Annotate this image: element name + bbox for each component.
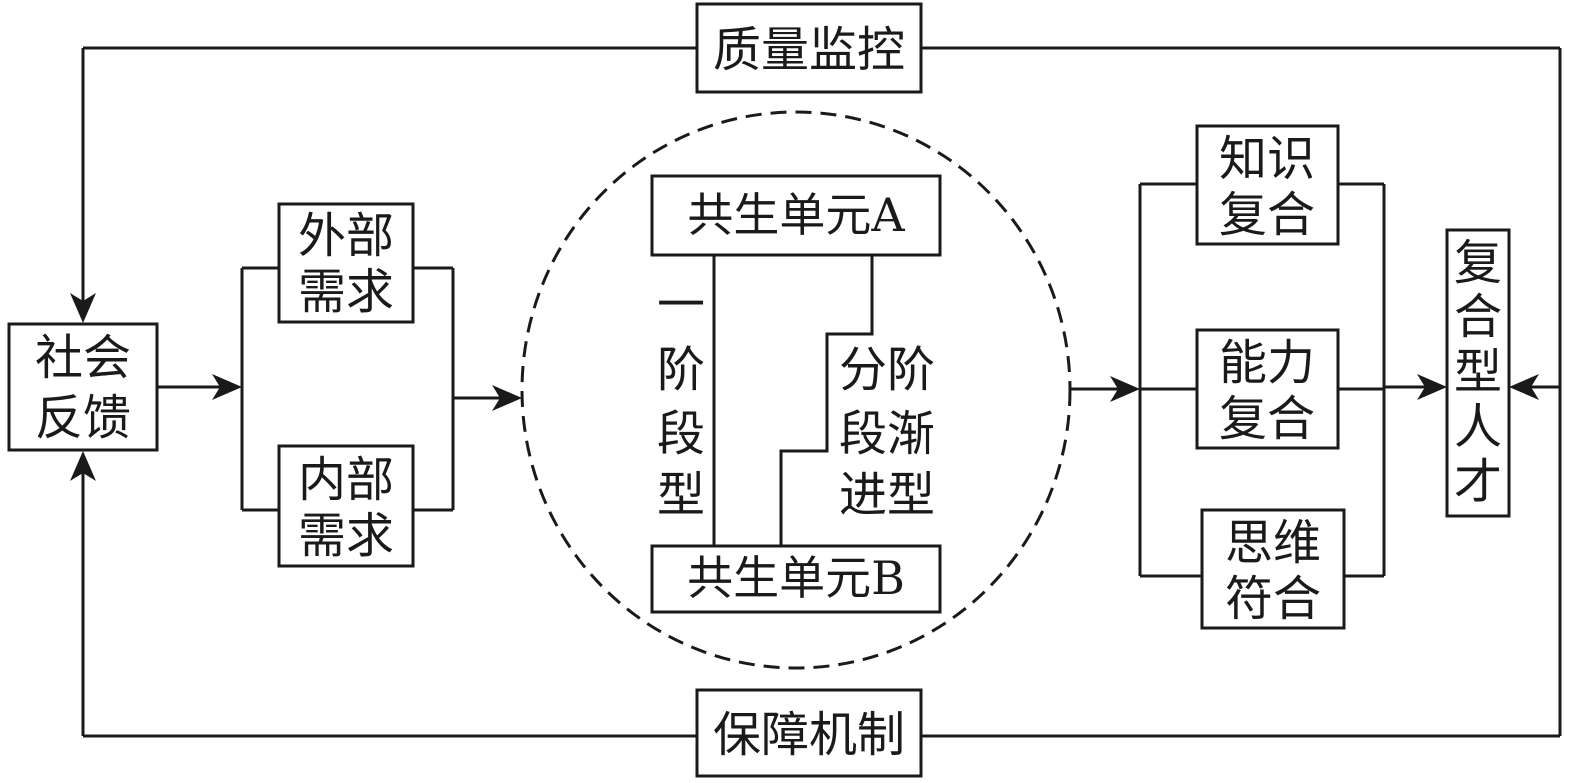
internal-demand-line-1: 内部 — [298, 452, 394, 508]
external-demand-line-1: 外部 — [298, 208, 394, 264]
internal-demand-line-2: 需求 — [298, 508, 394, 564]
symbiosis-unit-b-label: 共生单元B — [687, 551, 905, 605]
composite-talent-char-1: 复 — [1454, 235, 1502, 291]
thinking-composite-line-2: 符合 — [1225, 571, 1321, 627]
ability-composite-node: 能力 复合 — [1195, 328, 1340, 450]
quality-monitoring-node: 质量监控 — [695, 2, 923, 94]
one-stage-type-label: 一 阶 段 型 — [657, 277, 705, 523]
symbiosis-unit-b-node: 共生单元B — [650, 544, 942, 614]
thinking-composite-line-1: 思维 — [1225, 515, 1321, 571]
external-demand-node: 外部 需求 — [277, 202, 415, 324]
composite-talent-char-4: 人 — [1454, 399, 1502, 455]
ability-composite-line-1: 能力 — [1219, 335, 1315, 391]
composite-talent-node: 复 合 型 人 才 — [1445, 228, 1511, 518]
knowledge-composite-line-2: 复合 — [1219, 187, 1315, 243]
symbiosis-unit-a-label: 共生单元A — [687, 188, 905, 242]
ability-composite-line-2: 复合 — [1219, 391, 1315, 447]
composite-bracket-lines — [1070, 182, 1430, 578]
knowledge-composite-line-1: 知识 — [1219, 131, 1315, 187]
symbiosis-circle — [520, 110, 1072, 670]
social-feedback-line-2: 反馈 — [35, 390, 131, 446]
quality-monitoring-label: 质量监控 — [713, 22, 905, 78]
social-feedback-line-1: 社会 — [35, 330, 131, 386]
one-stage-char-4: 型 — [657, 467, 705, 523]
composite-talent-char-5: 才 — [1454, 454, 1502, 510]
internal-demand-node: 内部 需求 — [277, 444, 415, 568]
guarantee-mechanism-node: 保障机制 — [695, 688, 923, 778]
one-stage-char-3: 段 — [657, 406, 705, 462]
one-stage-char-1: 一 — [657, 277, 705, 333]
composite-talent-char-3: 型 — [1454, 344, 1502, 400]
thinking-composite-node: 思维 符合 — [1200, 508, 1346, 630]
social-feedback-node: 社会 反馈 — [7, 322, 159, 452]
symbiosis-connectors — [712, 255, 874, 546]
demand-bracket-lines — [157, 266, 510, 512]
staged-progressive-line-1: 分阶 — [839, 342, 935, 398]
staged-progressive-type-label: 分阶 段渐 进型 — [839, 342, 935, 523]
one-stage-char-2: 阶 — [657, 342, 705, 398]
outer-loop-lines — [81, 46, 1562, 738]
composite-talent-char-2: 合 — [1454, 289, 1502, 345]
staged-progressive-line-2: 段渐 — [839, 406, 935, 462]
knowledge-composite-node: 知识 复合 — [1195, 124, 1340, 246]
symbiosis-unit-a-node: 共生单元A — [650, 174, 942, 257]
guarantee-mechanism-label: 保障机制 — [713, 707, 905, 763]
external-demand-line-2: 需求 — [298, 264, 394, 320]
staged-progressive-line-3: 进型 — [839, 467, 935, 523]
